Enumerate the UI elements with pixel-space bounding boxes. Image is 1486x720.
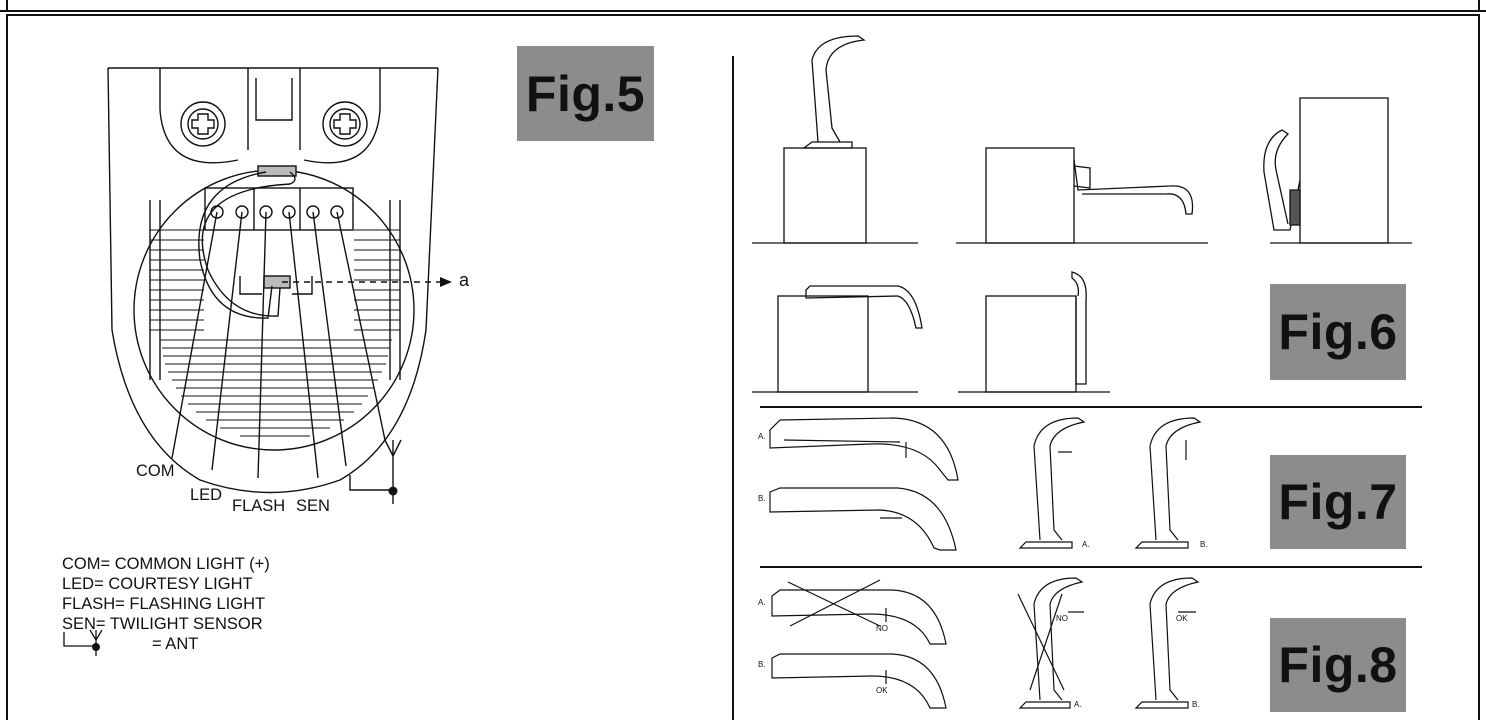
figure-label-6: Fig.6 xyxy=(1270,284,1406,380)
fig7-row-label-a: A. xyxy=(758,432,766,441)
legend-item-flash: FLASH= FLASHING LIGHT xyxy=(62,595,266,613)
fig7-side-label-a: A. xyxy=(1082,540,1090,549)
fig8-no-label: NO xyxy=(876,624,888,633)
legend-item-sen: SEN= TWILIGHT SENSOR xyxy=(62,615,263,633)
figure-label-5: Fig.5 xyxy=(517,46,654,141)
terminal-label-flash: FLASH xyxy=(232,497,286,515)
separator-fig6-fig7 xyxy=(760,406,1422,408)
fig8-side-ok-label: OK xyxy=(1176,614,1188,623)
top-frame-strip xyxy=(0,0,1486,12)
antenna-icon xyxy=(63,629,103,656)
mounting-positions-drawing xyxy=(752,35,1412,393)
legend-item-ant: = ANT xyxy=(62,629,270,656)
fig7-side-label-b: B. xyxy=(1200,540,1208,549)
figure-label-7: Fig.7 xyxy=(1270,455,1406,549)
fig8-row-label-a: A. xyxy=(758,598,766,607)
lens-removal-drawing xyxy=(771,577,1200,709)
lens-insertion-drawing xyxy=(769,417,1202,551)
terminal-label-com: COM xyxy=(136,462,175,480)
separator-fig7-fig8 xyxy=(760,566,1422,568)
fig8-side-label-b: B. xyxy=(1192,700,1200,709)
wiring-legend: COM= COMMON LIGHT (+) LED= COURTESY LIGH… xyxy=(62,554,270,656)
fig8-row-label-b: B. xyxy=(758,660,766,669)
legend-item-com: COM= COMMON LIGHT (+) xyxy=(62,555,270,573)
fig7-row-label-b: B. xyxy=(758,494,766,503)
callout-label-a: a xyxy=(459,270,470,290)
figure-label-8: Fig.8 xyxy=(1270,618,1406,712)
fig8-side-no-label: NO xyxy=(1056,614,1068,623)
fig8-ok-label: OK xyxy=(876,686,888,695)
fig8-side-label-a: A. xyxy=(1074,700,1082,709)
terminal-label-led: LED xyxy=(190,486,223,504)
panel-divider xyxy=(732,56,734,720)
figure-panel xyxy=(6,14,1480,720)
lamp-wiring-drawing xyxy=(107,67,452,504)
legend-item-led: LED= COURTESY LIGHT xyxy=(62,575,253,593)
terminal-label-sen: SEN xyxy=(296,497,330,515)
